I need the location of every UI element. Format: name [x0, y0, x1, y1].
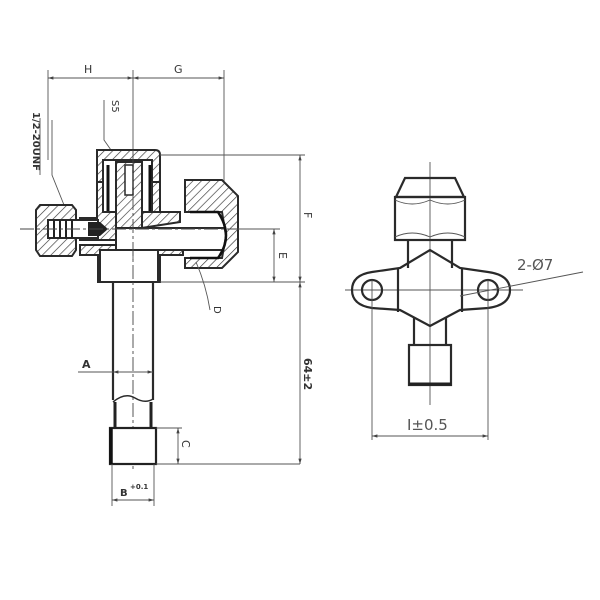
dim-c-label: C	[179, 440, 192, 448]
section-view: H G 1/2-20UNF S5	[20, 63, 314, 506]
side-bore	[115, 227, 227, 251]
bottom-hex-nut	[407, 343, 453, 387]
dimension-a: A	[78, 358, 153, 374]
dim-e-label: E	[276, 252, 289, 259]
front-view: 2-Ø7 I±0.5	[345, 162, 584, 440]
dim-a-label: A	[82, 358, 91, 371]
hole-label: 2-Ø7	[517, 256, 553, 274]
dimension-length: 64±2	[298, 282, 314, 464]
dim-b-label: B	[120, 488, 128, 499]
top-cap	[96, 149, 161, 183]
dim-g-label: G	[174, 63, 183, 76]
dim-length-label: 64±2	[301, 358, 314, 390]
s5-label: S5	[109, 100, 120, 113]
tube-end	[108, 426, 158, 466]
dim-f-label: F	[301, 212, 314, 218]
dimension-b: B +0.1	[111, 464, 155, 506]
mounting-flange	[350, 248, 512, 328]
dim-i-label: I±0.5	[407, 416, 448, 434]
dimension-i: I±0.5	[372, 416, 488, 438]
flare-nut-right	[184, 179, 239, 269]
dimension-f: F	[160, 154, 314, 283]
dim-b-tolerance: +0.1	[130, 483, 148, 491]
d-label: D	[211, 306, 222, 314]
dimension-c: C	[156, 427, 300, 465]
thread-label: 1/2-20UNF	[30, 112, 41, 171]
copper-tube	[108, 282, 158, 466]
top-hex-nut	[393, 176, 467, 242]
dim-h-label: H	[84, 63, 92, 76]
dimension-h: H	[47, 63, 133, 160]
dimension-e: E	[238, 228, 289, 282]
